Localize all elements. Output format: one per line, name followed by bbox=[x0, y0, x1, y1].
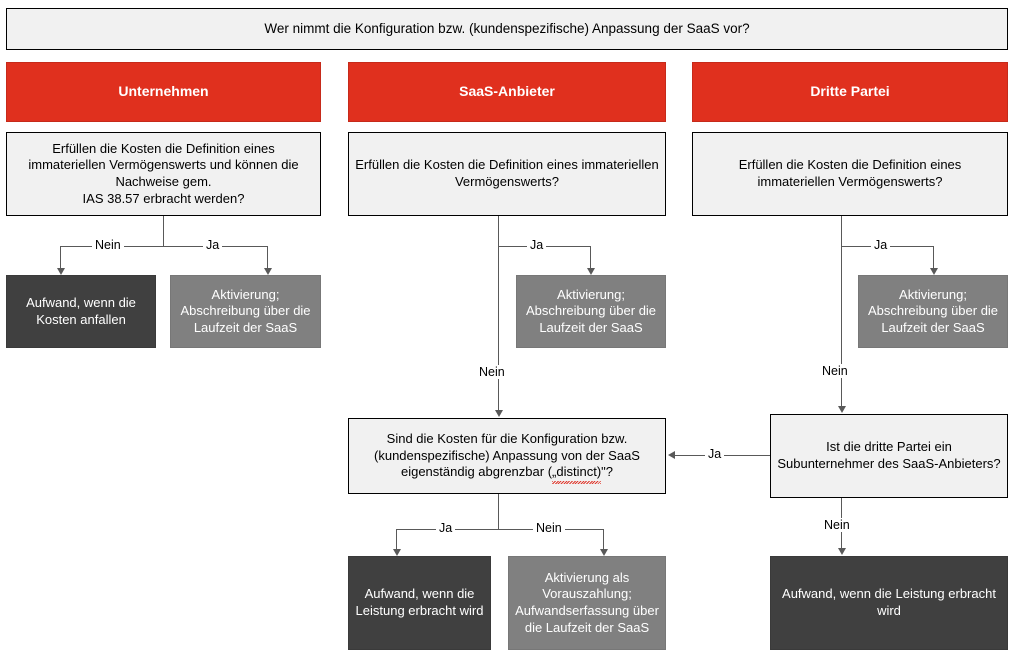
arrow-unternehmen-no bbox=[57, 268, 65, 275]
edge-label-saas-distinct-yes: Ja bbox=[436, 521, 456, 535]
decision-saas-distinct-suffix: "? bbox=[601, 464, 614, 480]
edge-label-saas-distinct-no: Nein bbox=[533, 521, 565, 535]
decision-dritte-subcontractor-text: Ist die dritte Partei ein Subunternehmer… bbox=[777, 439, 1001, 471]
arrow-saas-yes bbox=[587, 268, 595, 275]
decision-saas-distinct-quoted: „distinct) bbox=[552, 464, 602, 484]
connector-saas-yes-drop bbox=[590, 246, 591, 271]
connector-saas-distinct-trunk bbox=[498, 494, 499, 529]
outcome-dritte-expense: Aufwand, wenn die Leistung erbracht wird bbox=[770, 556, 1008, 650]
arrow-dritte-yes-to-saas-distinct bbox=[668, 451, 675, 459]
outcome-saas-capitalize-text: Aktivierung; Abschreibung über die Laufz… bbox=[525, 286, 657, 335]
decision-saas-distinct[interactable]: Sind die Kosten für die Konfiguration bz… bbox=[348, 418, 666, 494]
edge-label-saas-yes: Ja bbox=[527, 238, 547, 252]
decision-unternehmen-intangible[interactable]: Erfüllen die Kosten die Definition eines… bbox=[6, 132, 321, 216]
decision-saas-intangible[interactable]: Erfüllen die Kosten die Definition eines… bbox=[348, 132, 666, 216]
actor-header-unternehmen[interactable]: Unternehmen bbox=[6, 62, 321, 122]
outcome-unternehmen-capitalize-text: Aktivierung; Abschreibung über die Laufz… bbox=[180, 286, 311, 335]
edge-label-saas-no: Nein bbox=[476, 365, 508, 379]
connector-saas-trunk bbox=[498, 216, 499, 412]
outcome-saas-distinct-expense: Aufwand, wenn die Leistung erbracht wird bbox=[348, 556, 491, 650]
arrow-dritte-subcontractor-no bbox=[838, 548, 846, 555]
outcome-saas-capitalize: Aktivierung; Abschreibung über die Laufz… bbox=[516, 275, 666, 348]
outcome-unternehmen-expense-text: Aufwand, wenn die Kosten anfallen bbox=[26, 294, 136, 327]
decision-saas-intangible-text: Erfüllen die Kosten die Definition eines… bbox=[355, 157, 659, 189]
outcome-dritte-expense-text: Aufwand, wenn die Leistung erbracht wird bbox=[782, 586, 996, 618]
outcome-unternehmen-expense: Aufwand, wenn die Kosten anfallen bbox=[6, 275, 156, 348]
actor-header-saas-anbieter-label: SaaS-Anbieter bbox=[459, 83, 555, 100]
connector-unternehmen-split bbox=[60, 246, 267, 247]
outcome-saas-distinct-expense-text: Aufwand, wenn die Leistung erbracht wird bbox=[355, 586, 484, 618]
connector-unternehmen-trunk bbox=[163, 216, 164, 246]
outcome-saas-distinct-prepayment-text: Aktivierung als Vorauszahlung; Aufwandse… bbox=[515, 569, 659, 635]
chart-title-box: Wer nimmt die Konfiguration bzw. (kunden… bbox=[6, 8, 1008, 50]
edge-label-dritte-yes: Ja bbox=[871, 238, 891, 252]
edge-label-unternehmen-no: Nein bbox=[92, 238, 124, 252]
edge-label-dritte-subcontractor-no: Nein bbox=[821, 518, 853, 532]
connector-dritte-yes-drop bbox=[933, 246, 934, 271]
actor-header-dritte-partei-label: Dritte Partei bbox=[810, 83, 890, 100]
actor-header-dritte-partei[interactable]: Dritte Partei bbox=[692, 62, 1008, 122]
decision-saas-distinct-text: Sind die Kosten für die Konfiguration bz… bbox=[349, 431, 665, 484]
arrow-saas-distinct-yes bbox=[393, 549, 401, 556]
connector-saas-distinct-no-drop bbox=[603, 529, 604, 552]
edge-label-unternehmen-yes: Ja bbox=[203, 238, 223, 252]
connector-saas-distinct-split bbox=[396, 529, 603, 530]
outcome-unternehmen-capitalize: Aktivierung; Abschreibung über die Laufz… bbox=[170, 275, 321, 348]
arrow-unternehmen-yes bbox=[264, 268, 272, 275]
arrow-saas-distinct-no bbox=[600, 549, 608, 556]
connector-saas-distinct-yes-drop bbox=[396, 529, 397, 552]
edge-label-dritte-subcontractor-yes: Ja bbox=[705, 447, 725, 461]
actor-header-unternehmen-label: Unternehmen bbox=[118, 83, 209, 100]
decision-saas-distinct-prefix: Sind die Kosten für die Konfiguration bz… bbox=[374, 431, 640, 480]
outcome-saas-distinct-prepayment: Aktivierung als Vorauszahlung; Aufwandse… bbox=[508, 556, 666, 650]
decision-unternehmen-intangible-text: Erfüllen die Kosten die Definition eines… bbox=[28, 140, 299, 206]
decision-dritte-intangible-text: Erfüllen die Kosten die Definition eines… bbox=[738, 157, 962, 189]
actor-header-saas-anbieter[interactable]: SaaS-Anbieter bbox=[348, 62, 666, 122]
decision-dritte-subcontractor[interactable]: Ist die dritte Partei ein Subunternehmer… bbox=[770, 414, 1008, 498]
outcome-dritte-capitalize-text: Aktivierung; Abschreibung über die Laufz… bbox=[867, 286, 999, 335]
decision-dritte-intangible[interactable]: Erfüllen die Kosten die Definition eines… bbox=[692, 132, 1008, 216]
connector-unternehmen-yes-drop bbox=[267, 246, 268, 271]
chart-title-text: Wer nimmt die Konfiguration bzw. (kunden… bbox=[264, 21, 750, 37]
connector-unternehmen-no-drop bbox=[60, 246, 61, 271]
connector-dritte-trunk bbox=[841, 216, 842, 408]
arrow-saas-no-to-decision2 bbox=[495, 410, 503, 417]
arrow-dritte-yes bbox=[930, 268, 938, 275]
edge-label-dritte-no: Nein bbox=[819, 364, 851, 378]
outcome-dritte-capitalize: Aktivierung; Abschreibung über die Laufz… bbox=[858, 275, 1008, 348]
arrow-dritte-no-to-decision2 bbox=[838, 406, 846, 413]
